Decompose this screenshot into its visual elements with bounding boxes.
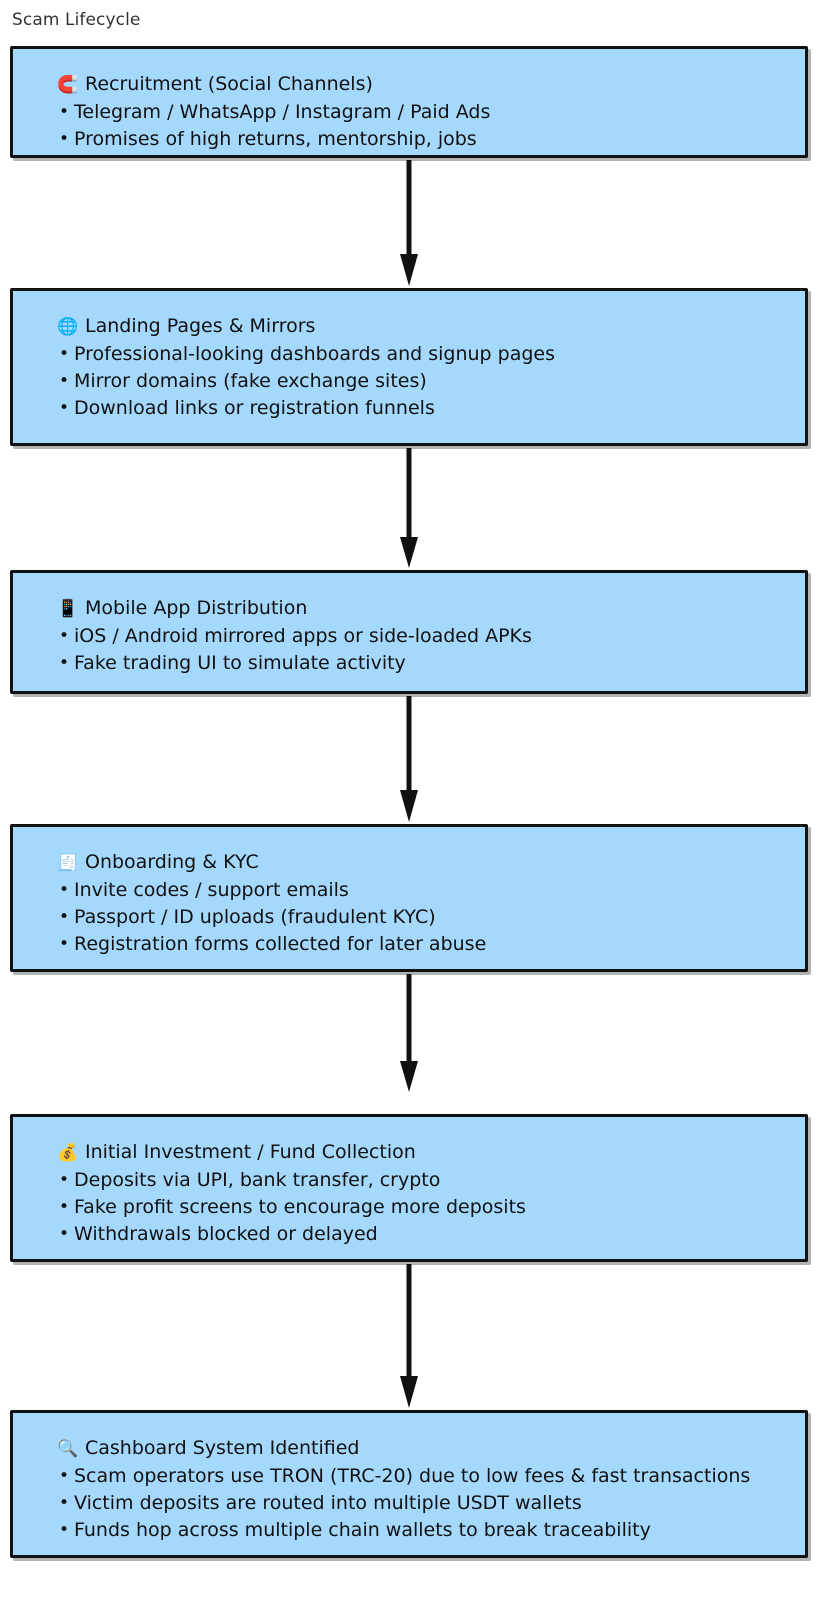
magnifying-glass-icon: 🔍 xyxy=(57,1439,79,1459)
list-item: Promises of high returns, mentorship, jo… xyxy=(57,126,805,153)
node-heading-text: Recruitment (Social Channels) xyxy=(85,73,373,95)
flow-node-initial-investment[interactable]: 💰 Initial Investment / Fund Collection D… xyxy=(10,1114,808,1262)
node-heading-text: Landing Pages & Mirrors xyxy=(85,315,316,337)
flow-arrow-1 xyxy=(400,158,418,288)
node-heading: 🔍 Cashboard System Identified xyxy=(57,1435,805,1463)
node-bullet-list: iOS / Android mirrored apps or side-load… xyxy=(57,623,805,677)
list-item: iOS / Android mirrored apps or side-load… xyxy=(57,623,805,650)
node-heading-text: Initial Investment / Fund Collection xyxy=(85,1141,416,1163)
list-item: Download links or registration funnels xyxy=(57,395,805,422)
flow-node-landing-pages[interactable]: 🌐 Landing Pages & Mirrors Professional-l… xyxy=(10,288,808,446)
node-content: 🧲 Recruitment (Social Channels) Telegram… xyxy=(13,49,805,171)
money-bag-icon: 💰 xyxy=(57,1143,79,1163)
magnet-icon: 🧲 xyxy=(57,75,79,95)
flow-node-recruitment[interactable]: 🧲 Recruitment (Social Channels) Telegram… xyxy=(10,46,808,158)
list-item: Professional-looking dashboards and sign… xyxy=(57,341,805,368)
list-item: Invite codes / support emails xyxy=(57,877,805,904)
node-heading-text: Cashboard System Identified xyxy=(85,1437,360,1459)
node-heading: 🧲 Recruitment (Social Channels) xyxy=(57,71,805,99)
list-item: Funds hop across multiple chain wallets … xyxy=(57,1517,805,1544)
node-bullet-list: Professional-looking dashboards and sign… xyxy=(57,341,805,422)
flow-arrow-2 xyxy=(400,446,418,570)
node-heading-text: Mobile App Distribution xyxy=(85,597,308,619)
list-item: Deposits via UPI, bank transfer, crypto xyxy=(57,1167,805,1194)
flow-node-onboarding-kyc[interactable]: 🧾 Onboarding & KYC Invite codes / suppor… xyxy=(10,824,808,972)
receipt-icon: 🧾 xyxy=(57,853,79,873)
mobile-phone-icon: 📱 xyxy=(57,599,79,619)
list-item: Registration forms collected for later a… xyxy=(57,931,805,958)
globe-icon: 🌐 xyxy=(57,317,79,337)
list-item: Scam operators use TRON (TRC-20) due to … xyxy=(57,1463,805,1490)
node-heading-text: Onboarding & KYC xyxy=(85,851,259,873)
node-heading: 🧾 Onboarding & KYC xyxy=(57,849,805,877)
flow-node-mobile-app[interactable]: 📱 Mobile App Distribution iOS / Android … xyxy=(10,570,808,694)
flow-arrow-4 xyxy=(400,972,418,1094)
list-item: Victim deposits are routed into multiple… xyxy=(57,1490,805,1517)
list-item: Fake profit screens to encourage more de… xyxy=(57,1194,805,1221)
node-content: 🔍 Cashboard System Identified Scam opera… xyxy=(13,1413,805,1562)
node-bullet-list: Deposits via UPI, bank transfer, crypto … xyxy=(57,1167,805,1248)
list-item: Fake trading UI to simulate activity xyxy=(57,650,805,677)
flow-node-cashboard-system[interactable]: 🔍 Cashboard System Identified Scam opera… xyxy=(10,1410,808,1558)
flow-arrow-3 xyxy=(400,694,418,824)
node-bullet-list: Invite codes / support emails Passport /… xyxy=(57,877,805,958)
flow-arrow-5 xyxy=(400,1262,418,1410)
node-content: 🧾 Onboarding & KYC Invite codes / suppor… xyxy=(13,827,805,976)
node-heading: 🌐 Landing Pages & Mirrors xyxy=(57,313,805,341)
node-heading: 📱 Mobile App Distribution xyxy=(57,595,805,623)
page-title: Scam Lifecycle xyxy=(12,10,141,30)
list-item: Telegram / WhatsApp / Instagram / Paid A… xyxy=(57,99,805,126)
list-item: Mirror domains (fake exchange sites) xyxy=(57,368,805,395)
node-bullet-list: Telegram / WhatsApp / Instagram / Paid A… xyxy=(57,99,805,153)
node-heading: 💰 Initial Investment / Fund Collection xyxy=(57,1139,805,1167)
node-content: 🌐 Landing Pages & Mirrors Professional-l… xyxy=(13,291,805,440)
list-item: Withdrawals blocked or delayed xyxy=(57,1221,805,1248)
node-bullet-list: Scam operators use TRON (TRC-20) due to … xyxy=(57,1463,805,1544)
node-content: 💰 Initial Investment / Fund Collection D… xyxy=(13,1117,805,1266)
node-content: 📱 Mobile App Distribution iOS / Android … xyxy=(13,573,805,695)
list-item: Passport / ID uploads (fraudulent KYC) xyxy=(57,904,805,931)
